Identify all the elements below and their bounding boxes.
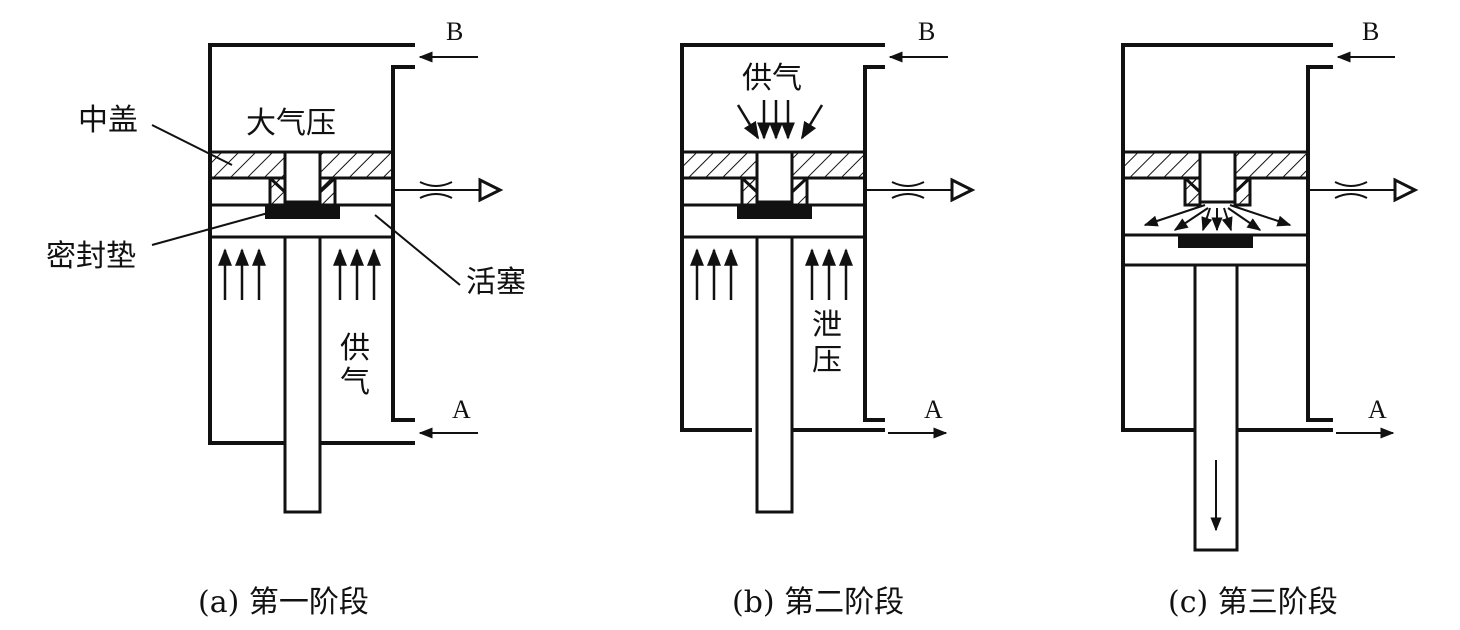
flow-arrows-left: [218, 248, 266, 300]
port-b-label: B: [1362, 17, 1379, 46]
port-a-label: A: [452, 395, 471, 424]
caption-c: (c) 第三阶段: [1168, 585, 1338, 620]
callout-piston: 活塞: [466, 265, 526, 300]
seal-gasket: [265, 205, 340, 219]
label-supply-2: 气: [340, 365, 370, 400]
panel-b: [680, 43, 976, 514]
callout-middle-cover: 中盖: [78, 103, 138, 138]
cover-hatch-right: [1233, 176, 1252, 207]
label-exhaust-2: 压: [812, 343, 842, 378]
cover-hatch-right: [790, 176, 809, 207]
port-b-label: B: [918, 17, 935, 46]
flow-arrows-right: [805, 248, 853, 300]
throttle-symbol: [1334, 181, 1368, 199]
label-supply-top: 供气: [742, 61, 802, 96]
piston-rod: [755, 237, 794, 514]
throttle-symbol: [891, 181, 925, 199]
exhaust-triangle: [478, 177, 504, 203]
cover-bore: [283, 150, 322, 204]
cover-hatch-left: [1183, 176, 1202, 207]
flow-arrows-left: [690, 248, 738, 300]
cylinder-outer-wall: [208, 43, 415, 445]
cover-bore: [1198, 150, 1237, 204]
callout-leader-cover: [151, 124, 233, 166]
panel-a: [151, 43, 504, 514]
cover-hatch-left: [740, 176, 759, 207]
flow-arrows-right: [333, 248, 381, 300]
piston-rod: [1193, 265, 1239, 552]
port-b-label: B: [446, 17, 463, 46]
label-exhaust-1: 泄: [812, 308, 842, 343]
label-atm-pressure: 大气压: [246, 106, 336, 141]
spread-arrows: [1143, 204, 1292, 232]
cylinder-inner-wall: [863, 65, 885, 422]
piston-rod: [283, 237, 322, 514]
callout-leader-gasket: [151, 212, 269, 246]
caption-a: (a) 第一阶段: [198, 585, 369, 620]
cylinder-outer-wall: [1121, 43, 1333, 432]
callout-leader-piston: [374, 214, 461, 286]
exhaust-triangle: [950, 177, 976, 203]
cover-hatch-left: [268, 176, 287, 207]
cover-hatch-right: [318, 176, 337, 207]
cylinder-inner-wall: [391, 65, 415, 422]
throttle-symbol: [419, 181, 453, 199]
seal-gasket: [1178, 235, 1253, 248]
port-a-label: A: [924, 395, 943, 424]
caption-b: (b) 第二阶段: [732, 585, 904, 620]
cylinder-inner-wall: [1306, 65, 1333, 422]
panel-c: [1121, 43, 1419, 552]
exhaust-triangle: [1393, 177, 1419, 203]
supply-arrows-down: [736, 100, 824, 140]
callout-seal-gasket: 密封垫: [46, 239, 136, 274]
label-supply-1: 供: [340, 331, 370, 366]
seal-gasket: [737, 205, 812, 219]
port-a-label: A: [1368, 395, 1387, 424]
cover-bore: [755, 150, 794, 204]
